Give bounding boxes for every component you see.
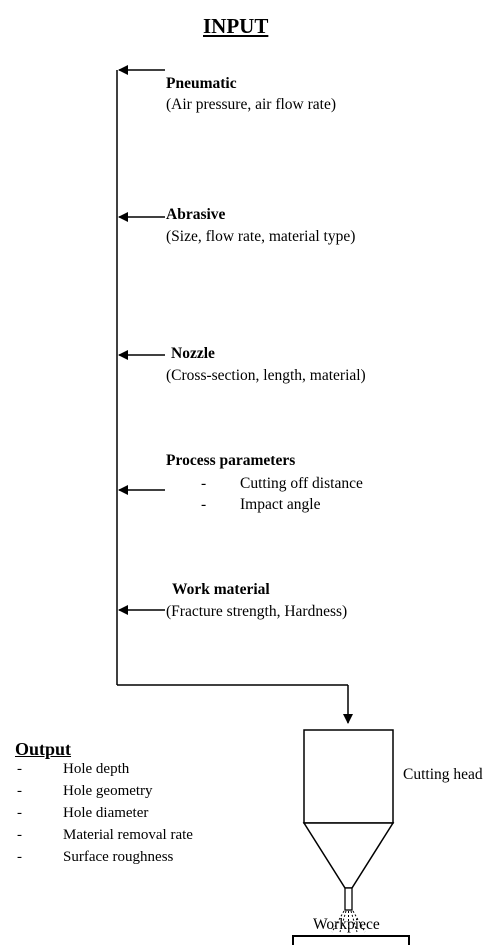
process-item-impact-angle: Impact angle (240, 496, 321, 513)
input-nozzle-detail: (Cross-section, length, material) (166, 367, 366, 384)
output-dash: - (17, 805, 22, 821)
input-pneumatic-heading: Pneumatic (166, 75, 237, 92)
process-item-cutting-distance: Cutting off distance (240, 475, 363, 492)
cutting-head-icon (302, 729, 395, 911)
workpiece-label: Workpiece (313, 916, 380, 933)
input-work-material-detail: (Fracture strength, Hardness) (166, 603, 348, 620)
output-title: Output (15, 739, 72, 759)
abrasive-spray-icon (331, 910, 366, 933)
input-process-heading: Process parameters (166, 452, 296, 469)
process-item-dash: - (201, 475, 207, 492)
output-dash: - (17, 849, 22, 865)
output-dash: - (17, 761, 22, 777)
input-abrasive-heading: Abrasive (166, 206, 226, 223)
input-nozzle-heading: Nozzle (171, 345, 215, 362)
input-title: INPUT (203, 14, 269, 38)
input-work-material-heading: Work material (172, 581, 270, 598)
workpiece-box (292, 935, 410, 945)
output-dash: - (17, 783, 22, 799)
input-abrasive-detail: (Size, flow rate, material type) (166, 228, 356, 245)
input-pneumatic-detail: (Air pressure, air flow rate) (166, 96, 336, 113)
output-item-material-removal-rate: Material removal rate (63, 827, 193, 843)
output-dash: - (17, 827, 22, 843)
output-item-surface-roughness: Surface roughness (63, 849, 174, 865)
output-item-hole-geometry: Hole geometry (63, 783, 153, 799)
process-item-dash: - (201, 496, 207, 513)
output-item-hole-depth: Hole depth (63, 761, 130, 777)
cutting-head-label: Cutting head (403, 766, 483, 783)
output-item-hole-diameter: Hole diameter (63, 805, 149, 821)
